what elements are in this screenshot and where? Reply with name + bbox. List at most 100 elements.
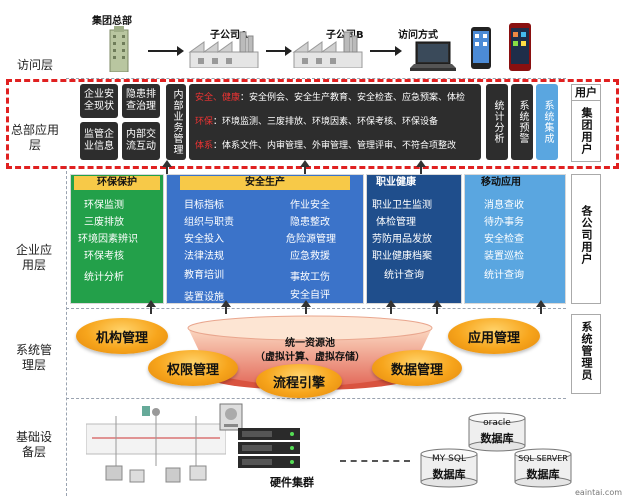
factory-icon [292, 30, 364, 72]
safety-item[interactable]: 法律法规 [184, 251, 224, 262]
access-method-label: 访问方式 [398, 30, 438, 41]
app-mgmt[interactable]: 应用管理 [448, 318, 540, 354]
resource-pool [180, 312, 440, 396]
separator [66, 398, 566, 399]
company-users: 各公司用户 [580, 205, 593, 265]
org-mgmt[interactable]: 机构管理 [76, 318, 168, 354]
env-item[interactable]: 环保考核 [84, 251, 124, 262]
health-item[interactable]: 职业卫生监测 [372, 200, 432, 211]
mgmt-row-tag: 体系 [195, 141, 214, 151]
factory-icon [188, 30, 260, 72]
db-oracle-label: 数据库 [480, 432, 514, 445]
safety-item[interactable]: 教育培训 [184, 270, 224, 281]
db-oracle-top: oracle [483, 418, 511, 428]
safety-item[interactable]: 事故工伤 [290, 272, 330, 283]
mobile-item[interactable]: 消息查收 [484, 200, 524, 211]
safety-item[interactable]: 安全投入 [184, 234, 224, 245]
env-item[interactable]: 环境因素辨识 [78, 234, 138, 245]
up-arrow [301, 300, 311, 314]
safety-item[interactable]: 组织与职责 [184, 217, 234, 228]
up-arrow [432, 300, 442, 314]
up-arrow [221, 300, 231, 314]
module-title-env: 环保保护 [74, 176, 160, 190]
stats-analysis[interactable]: 统计分析 [486, 84, 508, 160]
mgmt-row-system[interactable]: 体系：体系文件、内审管理、外审管理、管理评审、不符合项整改 [195, 138, 456, 151]
health-item[interactable]: 劳防用品发放 [372, 234, 432, 245]
group-users: 集团用户 [580, 107, 593, 155]
internal-mgmt-panel: 安全、健康：安全例会、安全生产教育、安全检查、应急预案、体检 环保：环境监测、三… [189, 84, 481, 160]
phone-icon [508, 22, 532, 76]
env-item[interactable]: 三废排放 [84, 217, 124, 228]
layer-label-hq-app: 总部应用层 [10, 123, 59, 152]
mobile-item[interactable]: 统计查询 [484, 270, 524, 281]
health-item[interactable]: 职业健康档案 [372, 251, 432, 262]
hq-app-frame [6, 79, 619, 169]
arrow [148, 46, 184, 56]
hardware-cluster-label: 硬件集群 [270, 476, 314, 489]
data-mgmt[interactable]: 数据管理 [372, 350, 462, 386]
watermark: eaintai.com [575, 488, 623, 497]
safety-item[interactable]: 安全自评 [290, 290, 330, 301]
up-arrow [386, 300, 396, 314]
db-sqlserver-label: 数据库 [526, 468, 560, 481]
box-internal-interaction[interactable]: 内部交流互动 [122, 122, 160, 160]
group-user-column: 用户 集团用户 [571, 84, 601, 162]
separator [66, 166, 67, 496]
separator [66, 78, 566, 79]
safety-item[interactable]: 目标指标 [184, 200, 224, 211]
pool-title: 统一资源池 [285, 338, 335, 349]
safety-item[interactable]: 隐患整改 [290, 217, 330, 228]
flow-engine[interactable]: 流程引擎 [256, 364, 342, 398]
server-icon [218, 402, 244, 436]
env-item[interactable]: 环保监测 [84, 200, 124, 211]
box-enterprise-info[interactable]: 监管企业信息 [80, 122, 118, 160]
mgmt-row-text: ：体系文件、内审管理、外审管理、管理评审、不符合项整改 [213, 141, 457, 151]
env-item[interactable]: 统计分析 [84, 272, 124, 283]
mobile-item[interactable]: 装置巡检 [484, 251, 524, 262]
hq-label: 集团总部 [92, 16, 132, 27]
network-diagram [85, 406, 227, 496]
mobile-item[interactable]: 安全检查 [484, 234, 524, 245]
safety-item[interactable]: 作业安全 [290, 200, 330, 211]
db-mysql-top: MY SQL [432, 454, 466, 464]
dashed-arrow [340, 460, 410, 462]
mgmt-row-text: ：安全例会、安全生产教育、安全检查、应急预案、体检 [240, 93, 466, 103]
layer-label-enterprise-app: 企业应用层 [15, 243, 52, 272]
perm-mgmt[interactable]: 权限管理 [148, 350, 238, 386]
up-arrow [536, 300, 546, 314]
mgmt-row-tag: 安全、健康 [195, 93, 241, 103]
separator [66, 308, 566, 309]
phone-icon [470, 26, 492, 74]
up-arrow [300, 160, 310, 174]
db-mysql-label: 数据库 [432, 468, 466, 481]
system-warning[interactable]: 系统预警 [511, 84, 533, 160]
box-hazard-mgmt[interactable]: 隐患排查治理 [122, 84, 160, 118]
safety-item[interactable]: 装置设施 [184, 292, 224, 303]
health-item[interactable]: 体检管理 [376, 217, 416, 228]
health-item[interactable]: 统计查询 [384, 270, 424, 281]
module-health [366, 174, 462, 304]
safety-item[interactable]: 危险源管理 [286, 234, 336, 245]
db-sqlserver-top: SQL SERVER [518, 454, 568, 463]
mgmt-row-text: ：环境监测、三废排放、环境因素、环保考核、环保设备 [213, 117, 439, 127]
box-enterprise-safety[interactable]: 企业安全现状 [80, 84, 118, 118]
module-title-safety: 安全生产 [180, 176, 350, 190]
up-arrow [162, 160, 172, 174]
db-oracle: oracle 数据库 [466, 412, 528, 452]
sub-a-label: 子公司A [210, 30, 248, 41]
pool-subtitle: （虚拟计算、虚拟存储） [255, 352, 365, 363]
layer-label-infrastructure: 基础设备层 [15, 430, 52, 459]
internal-mgmt-label: 内部业务管理 [166, 84, 186, 160]
system-integration[interactable]: 系统集成 [536, 84, 558, 160]
module-title-health: 职业健康 [376, 177, 416, 188]
mgmt-row-tag: 环保 [195, 117, 214, 127]
mobile-item[interactable]: 待办事务 [484, 217, 524, 228]
layer-label-access: 访问层 [16, 58, 53, 72]
safety-item[interactable]: 应急救援 [290, 251, 330, 262]
server-rack-icon [238, 428, 300, 474]
user-title: 用户 [572, 85, 600, 101]
mgmt-row-env[interactable]: 环保：环境监测、三废排放、环境因素、环保考核、环保设备 [195, 114, 438, 127]
sysadmin-column: 系统管理员 [571, 314, 601, 394]
up-arrow [416, 160, 426, 174]
mgmt-row-safety[interactable]: 安全、健康：安全例会、安全生产教育、安全检查、应急预案、体检 [195, 90, 465, 103]
